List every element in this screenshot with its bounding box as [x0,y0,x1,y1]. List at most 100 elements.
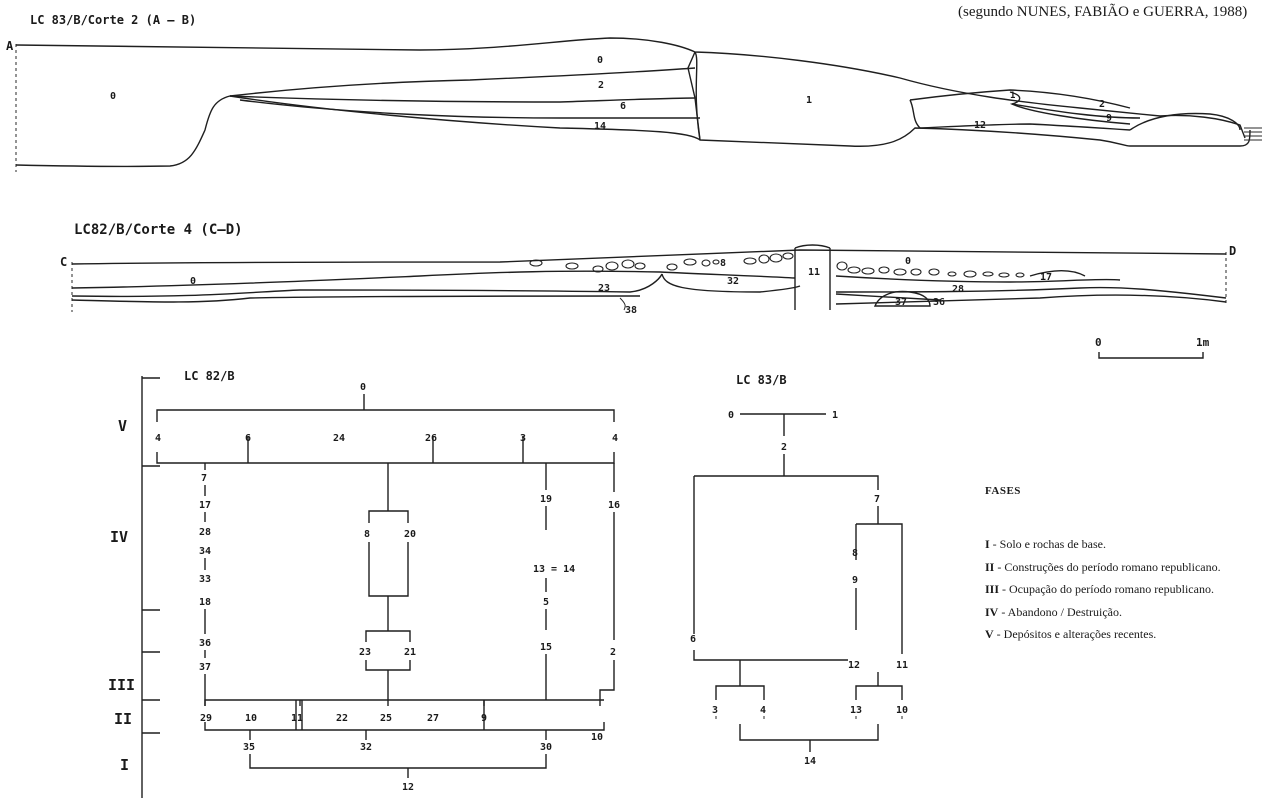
phase-label-i: I [120,756,129,774]
svg-text:25: 25 [380,713,392,724]
svg-text:4: 4 [612,433,618,444]
svg-text:11: 11 [896,660,908,671]
section-1-layer: 12 [974,120,986,131]
svg-text:13 = 14: 13 = 14 [533,564,575,575]
section-2-layer: 28 [952,284,964,295]
svg-text:20: 20 [404,529,416,540]
svg-text:36: 36 [199,638,211,649]
section-1-layer: 1 [806,95,812,106]
harris-matrix-lc83b: LC 83/B 0 1 2 7 8 9 6 12 11 3 4 13 10 14 [690,373,908,767]
section-2-title: LC82/B/Corte 4 (C–D) [74,222,243,238]
section-1-layer: 9 [1106,113,1112,124]
section-1-layer: 0 [597,55,603,66]
svg-text:7: 7 [201,473,207,484]
legend-item: IV - Abandono / Destruição. [985,605,1122,619]
svg-text:3: 3 [520,433,526,444]
section-2-layer: 8 [720,258,726,269]
svg-text:1: 1 [832,410,838,421]
phase-legend: FASES I - Solo e rochas de base. II - Co… [985,485,1221,641]
svg-text:34: 34 [199,546,211,557]
svg-text:30: 30 [540,742,552,753]
section-2-layer: 32 [727,276,739,287]
stone-rubble [529,252,1025,278]
section-2-layer: 36 [933,297,945,308]
svg-text:10: 10 [245,713,257,724]
svg-text:9: 9 [852,575,858,586]
legend-item: II - Construções do período romano repub… [985,560,1221,574]
section-1-layer: 14 [594,121,606,132]
svg-text:37: 37 [199,662,211,673]
section-1-layer: 1 [1010,91,1015,101]
section-1-layer: 6 [620,101,626,112]
svg-text:19: 19 [540,494,552,505]
legend-title: FASES [985,485,1021,497]
section-2-end-d: D [1229,244,1236,258]
phase-label-iii: III [108,676,135,694]
phase-label-iv: IV [110,528,128,546]
harris-matrix-lc82b: LC 82/B 0 4 6 24 26 3 4 7 17 28 34 33 18… [155,369,620,793]
svg-text:0: 0 [360,382,366,393]
phase-label-v: V [118,417,127,435]
svg-text:13: 13 [850,705,862,716]
section-2-layer: 17 [1040,272,1052,283]
phase-label-ii: II [114,710,132,728]
svg-text:29: 29 [200,713,212,724]
svg-text:28: 28 [199,527,211,538]
svg-text:3: 3 [712,705,718,716]
svg-text:5: 5 [543,597,549,608]
svg-text:6: 6 [690,634,696,645]
section-2-layer: 37 [895,297,907,308]
scale-bar: 0 1m [1095,336,1210,359]
svg-text:21: 21 [404,647,416,658]
svg-text:0: 0 [1095,336,1102,349]
section-1-layer: 0 [110,91,116,102]
svg-text:23: 23 [359,647,371,658]
svg-text:4: 4 [155,433,161,444]
svg-text:24: 24 [333,433,345,444]
section-2-layer: 11 [808,267,820,278]
legend-item: V - Depósitos e alterações recentes. [985,627,1156,641]
section-2-layer: 38 [625,305,637,316]
svg-text:8: 8 [364,529,370,540]
svg-text:11: 11 [291,713,303,724]
legend-item: III - Ocupação do período romano republi… [985,582,1214,596]
svg-text:22: 22 [336,713,348,724]
section-2-layer: 23 [598,283,610,294]
section-2-layer: 0 [190,276,196,287]
svg-text:10: 10 [896,705,908,716]
svg-text:17: 17 [199,500,211,511]
svg-text:12: 12 [402,782,414,793]
svg-text:33: 33 [199,574,211,585]
section-2-profile: LC82/B/Corte 4 (C–D) C D [60,222,1236,316]
svg-text:4: 4 [760,705,766,716]
svg-text:26: 26 [425,433,437,444]
svg-text:16: 16 [608,500,620,511]
matrix-left-title: LC 82/B [184,369,235,383]
svg-text:14: 14 [804,756,816,767]
section-1-end-a: A [6,39,14,53]
svg-text:27: 27 [427,713,439,724]
svg-text:18: 18 [199,597,211,608]
svg-text:2: 2 [781,442,787,453]
svg-text:32: 32 [360,742,372,753]
phase-axis: V IV III II I [108,376,160,798]
svg-text:8: 8 [852,548,858,559]
svg-text:1m: 1m [1196,336,1210,349]
svg-text:9: 9 [481,713,487,724]
section-2-end-c: C [60,255,67,269]
svg-text:7: 7 [874,494,880,505]
section-1-layer: 2 [1099,99,1105,110]
source-citation: (segundo NUNES, FABIÃO e GUERRA, 1988) [958,4,1247,20]
matrix-right-title: LC 83/B [736,373,787,387]
svg-text:15: 15 [540,642,552,653]
svg-text:2: 2 [610,647,616,658]
section-2-layer: 0 [905,256,911,267]
svg-text:6: 6 [245,433,251,444]
legend-item: I - Solo e rochas de base. [985,537,1106,551]
svg-text:35: 35 [243,742,255,753]
section-1-title: LC 83/B/Corte 2 (A – B) [30,13,196,27]
section-1-profile: LC 83/B/Corte 2 (A – B) A 0 0 2 6 14 1 2… [6,13,1262,172]
svg-text:0: 0 [728,410,734,421]
svg-text:10: 10 [591,732,603,743]
